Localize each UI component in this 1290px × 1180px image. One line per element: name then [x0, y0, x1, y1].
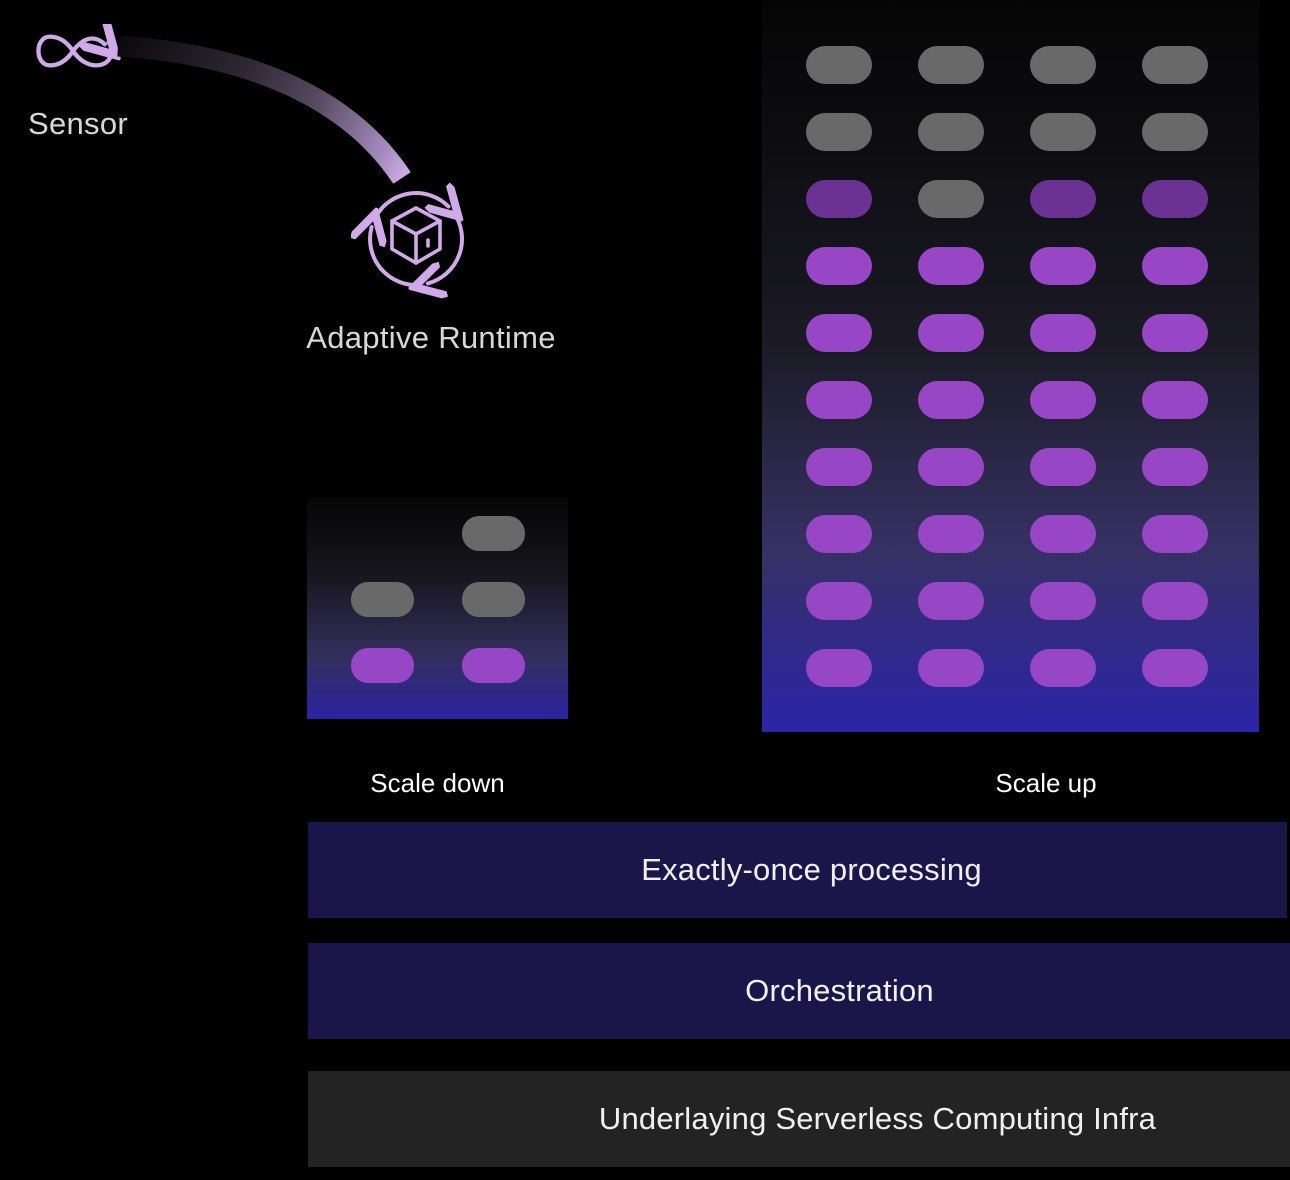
compute-pill-idle [1142, 46, 1208, 84]
scale-up-grid [762, 0, 1259, 732]
sensor-label: Sensor [28, 106, 129, 141]
compute-pill-idle [918, 113, 984, 151]
compute-pill-active [462, 648, 525, 683]
compute-pill-active [806, 314, 872, 352]
compute-pill-active [1030, 314, 1096, 352]
scale-down-grid [307, 498, 568, 719]
compute-pill-active [918, 582, 984, 620]
compute-pill-active [1030, 381, 1096, 419]
compute-pill-idle [1030, 113, 1096, 151]
scale-up-panel [762, 0, 1259, 732]
sensor-infinity-icon [36, 24, 121, 68]
compute-pill-active [1030, 582, 1096, 620]
compute-pill-active [1142, 649, 1208, 687]
adaptive-runtime-cycle-icon [351, 174, 481, 304]
compute-pill-active [806, 381, 872, 419]
compute-pill-active [918, 448, 984, 486]
compute-pill-idle [1142, 113, 1208, 151]
compute-pill-idle [462, 516, 525, 551]
scale-down-label: Scale down [370, 768, 505, 798]
compute-pill-active [1030, 515, 1096, 553]
compute-pill-active [1142, 515, 1208, 553]
compute-pill-active [918, 649, 984, 687]
layer-underlying-serverless-infra: Underlaying Serverless Computing Infra [308, 1071, 1290, 1167]
layer-label: Orchestration [745, 973, 934, 1008]
compute-pill-active [1142, 314, 1208, 352]
compute-pill-active [1030, 649, 1096, 687]
compute-pill-active [806, 515, 872, 553]
compute-pill-active [1142, 381, 1208, 419]
layer-orchestration: Orchestration [308, 943, 1290, 1039]
adaptive-runtime-label: Adaptive Runtime [306, 320, 556, 355]
compute-pill-active [1142, 247, 1208, 285]
layer-exactly-once-processing: Exactly-once processing [308, 822, 1287, 918]
compute-pill-active [806, 247, 872, 285]
compute-pill-active [918, 381, 984, 419]
scale-up-label: Scale up [995, 768, 1097, 798]
compute-pill-idle [1030, 46, 1096, 84]
compute-pill-active [1142, 448, 1208, 486]
compute-pill-idle [806, 46, 872, 84]
compute-pill-active [351, 648, 414, 683]
layer-label: Underlaying Serverless Computing Infra [598, 1101, 1157, 1136]
compute-pill-active [918, 314, 984, 352]
compute-pill-idle [806, 113, 872, 151]
compute-pill-idle [462, 582, 525, 617]
compute-pill-active [1030, 448, 1096, 486]
compute-pill-active [918, 247, 984, 285]
compute-pill-idle [918, 180, 984, 218]
layer-label: Exactly-once processing [641, 852, 982, 887]
compute-pill-active [806, 448, 872, 486]
compute-pill-idle [351, 582, 414, 617]
scale-down-panel [307, 498, 568, 719]
compute-pill-active [806, 582, 872, 620]
compute-pill-idle [918, 46, 984, 84]
compute-pill-transition [1142, 180, 1208, 218]
compute-pill-transition [806, 180, 872, 218]
package-cube-icon [390, 206, 442, 265]
compute-pill-active [1030, 247, 1096, 285]
compute-pill-transition [1030, 180, 1096, 218]
compute-pill-active [918, 515, 984, 553]
sensor-to-runtime-flow-arrow [117, 35, 411, 184]
compute-pill-active [1142, 582, 1208, 620]
compute-pill-active [806, 649, 872, 687]
